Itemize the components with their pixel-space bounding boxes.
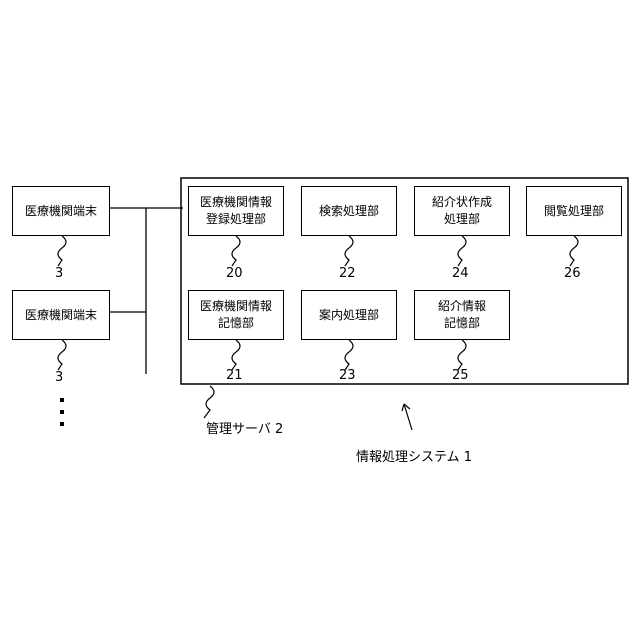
unit-box-25: 紹介情報 記憶部 [414,290,510,340]
unit-line1: 医療機関情報 [200,194,272,211]
terminal-ref-1: 3 [55,266,63,281]
terminal-box-2: 医療機関端末 [12,290,110,340]
unit-ref-25: 25 [452,368,469,383]
server-caption: 管理サーバ 2 [206,418,283,437]
leader-23 [345,340,353,370]
unit-box-20: 医療機関情報 登録処理部 [188,186,284,236]
leader-20 [232,236,240,266]
unit-ref-23: 23 [339,368,356,383]
unit-line1: 紹介情報 [438,298,486,315]
unit-line2: 記憶部 [200,315,272,332]
leader-22 [345,236,353,266]
unit-ref-24: 24 [452,266,469,281]
terminal-label: 医療機関端末 [25,307,97,324]
terminal-box-1: 医療機関端末 [12,186,110,236]
unit-line2: 登録処理部 [200,211,272,228]
unit-line1: 検索処理部 [319,203,379,220]
leader-25 [458,340,466,370]
ellipsis-dot [60,410,64,414]
unit-box-22: 検索処理部 [301,186,397,236]
system-caption: 情報処理システム 1 [356,446,472,465]
unit-line2: 記憶部 [438,315,486,332]
terminal-label: 医療機関端末 [25,203,97,220]
unit-box-21: 医療機関情報 記憶部 [188,290,284,340]
unit-ref-22: 22 [339,266,356,281]
ellipsis-dot [60,422,64,426]
unit-box-26: 閲覧処理部 [526,186,622,236]
unit-box-23: 案内処理部 [301,290,397,340]
unit-ref-20: 20 [226,266,243,281]
unit-box-24: 紹介状作成 処理部 [414,186,510,236]
leader-26 [570,236,578,266]
unit-ref-21: 21 [226,368,243,383]
unit-line1: 閲覧処理部 [544,203,604,220]
terminal-ref-2: 3 [55,370,63,385]
ellipsis-dot [60,398,64,402]
unit-line2: 処理部 [432,211,492,228]
unit-line1: 紹介状作成 [432,194,492,211]
leader-3a [58,236,66,266]
leader-3b [58,340,66,370]
unit-line1: 医療機関情報 [200,298,272,315]
unit-line1: 案内処理部 [319,307,379,324]
leader-21 [232,340,240,370]
unit-ref-26: 26 [564,266,581,281]
leader-2 [204,386,214,418]
leader-24 [458,236,466,266]
